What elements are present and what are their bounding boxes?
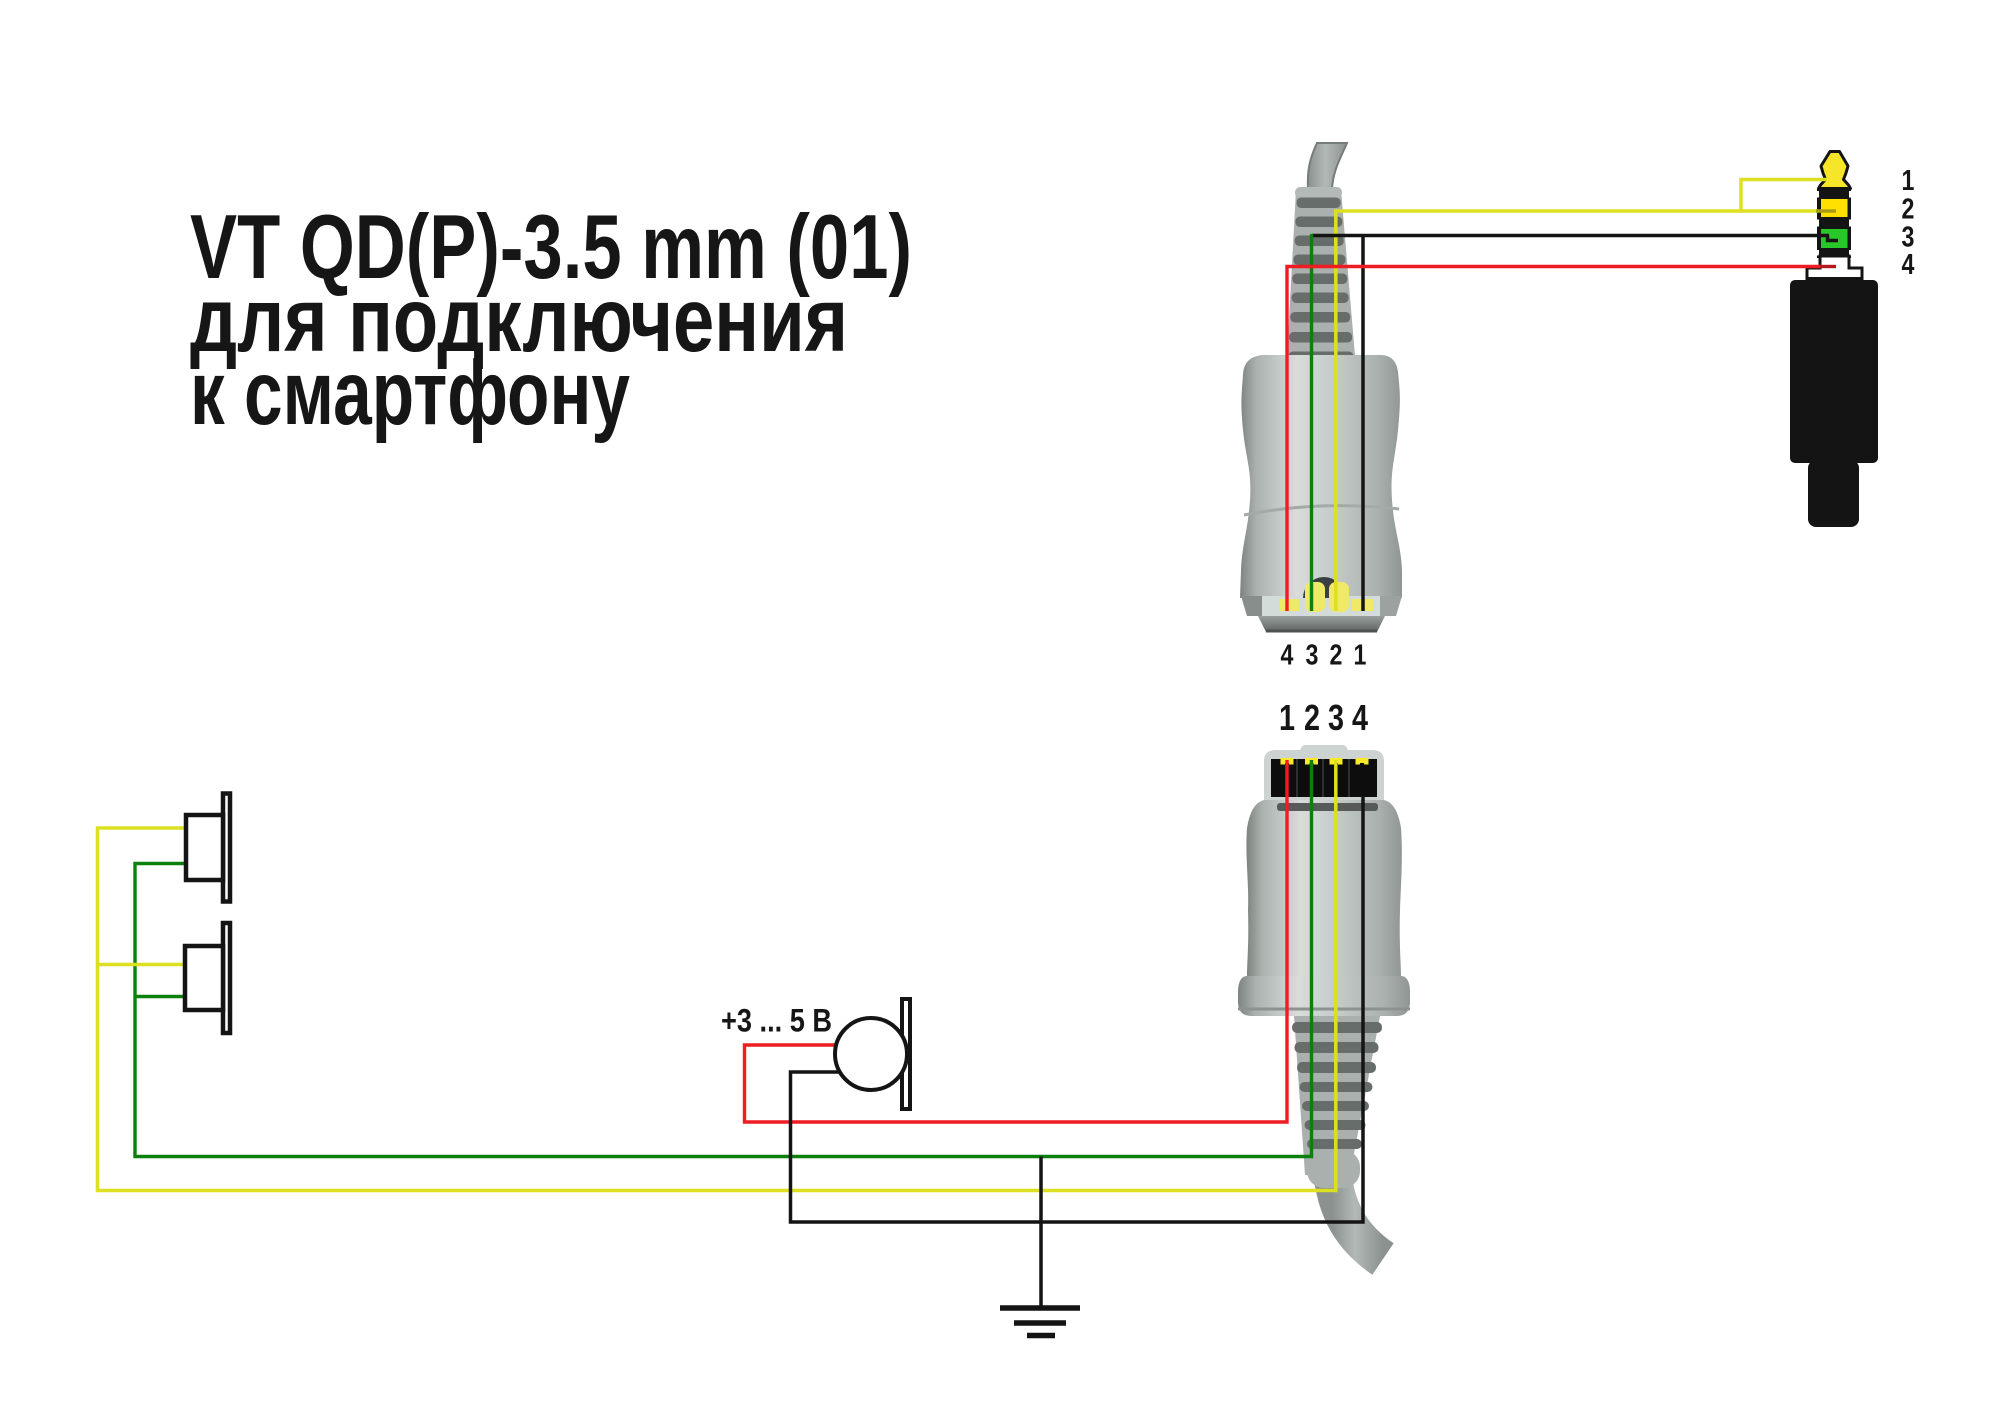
svg-text:VT QD(P)-3.5 mm (01): VT QD(P)-3.5 mm (01) — [190, 197, 912, 298]
svg-text:2: 2 — [1902, 192, 1915, 225]
svg-text:4: 4 — [1281, 638, 1294, 671]
svg-text:1: 1 — [1354, 638, 1367, 671]
svg-text:3: 3 — [1902, 220, 1915, 253]
svg-text:2: 2 — [1304, 697, 1320, 738]
svg-text:для подключения: для подключения — [190, 270, 848, 371]
svg-text:4: 4 — [1902, 247, 1915, 280]
svg-text:3: 3 — [1328, 697, 1344, 738]
svg-text:1: 1 — [1902, 163, 1915, 196]
svg-text:3: 3 — [1306, 638, 1319, 671]
svg-text:1: 1 — [1279, 697, 1295, 738]
svg-text:+3 ... 5 В: +3 ... 5 В — [721, 1003, 832, 1039]
svg-text:к смартфону: к смартфону — [190, 343, 630, 444]
svg-text:4: 4 — [1352, 697, 1368, 738]
svg-text:2: 2 — [1330, 638, 1343, 671]
